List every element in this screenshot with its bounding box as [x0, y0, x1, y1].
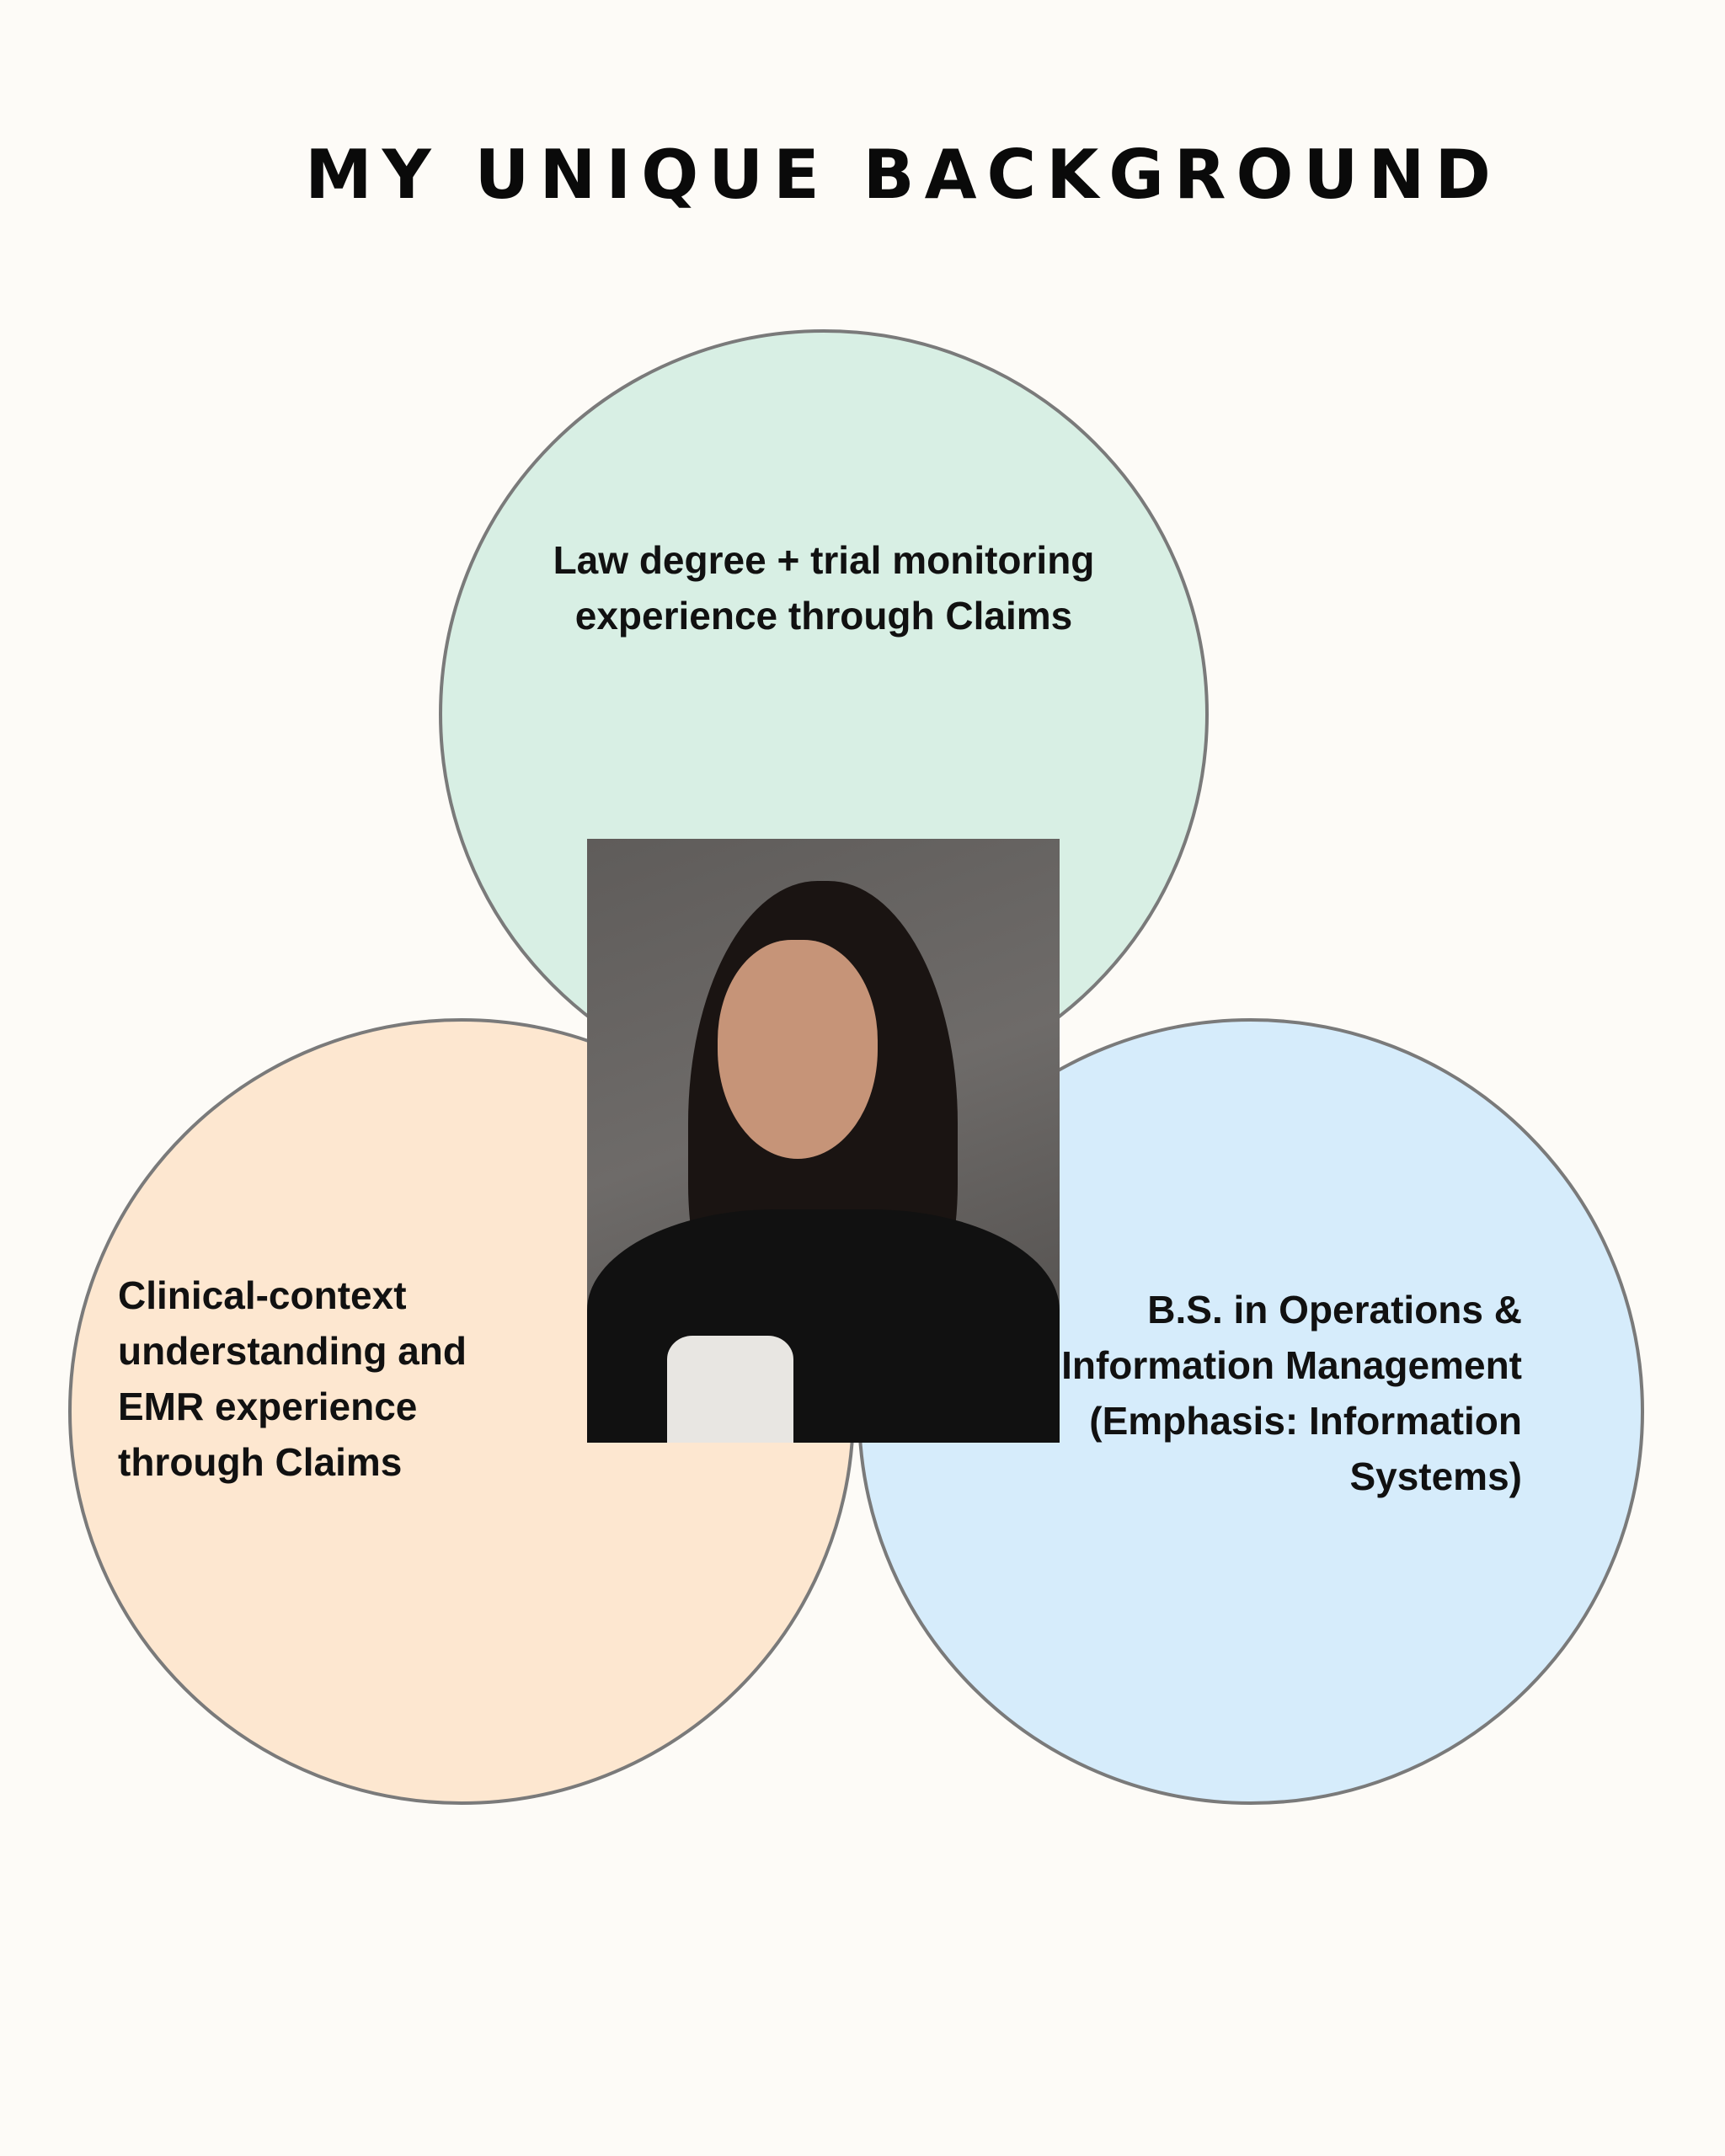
circle-right-label: B.S. in Operations & Information Managem…	[1061, 1288, 1522, 1498]
page-title: MY UNIQUE BACKGROUND	[305, 136, 1501, 214]
photo-shirt	[667, 1336, 793, 1443]
photo-face	[718, 940, 878, 1159]
headshot-photo	[587, 839, 1060, 1443]
photo-jacket	[587, 1209, 1060, 1443]
circle-left-label: Clinical-context understanding and EMR e…	[118, 1273, 467, 1484]
circle-top-label: Law degree + trial monitoring experience…	[553, 538, 1095, 638]
